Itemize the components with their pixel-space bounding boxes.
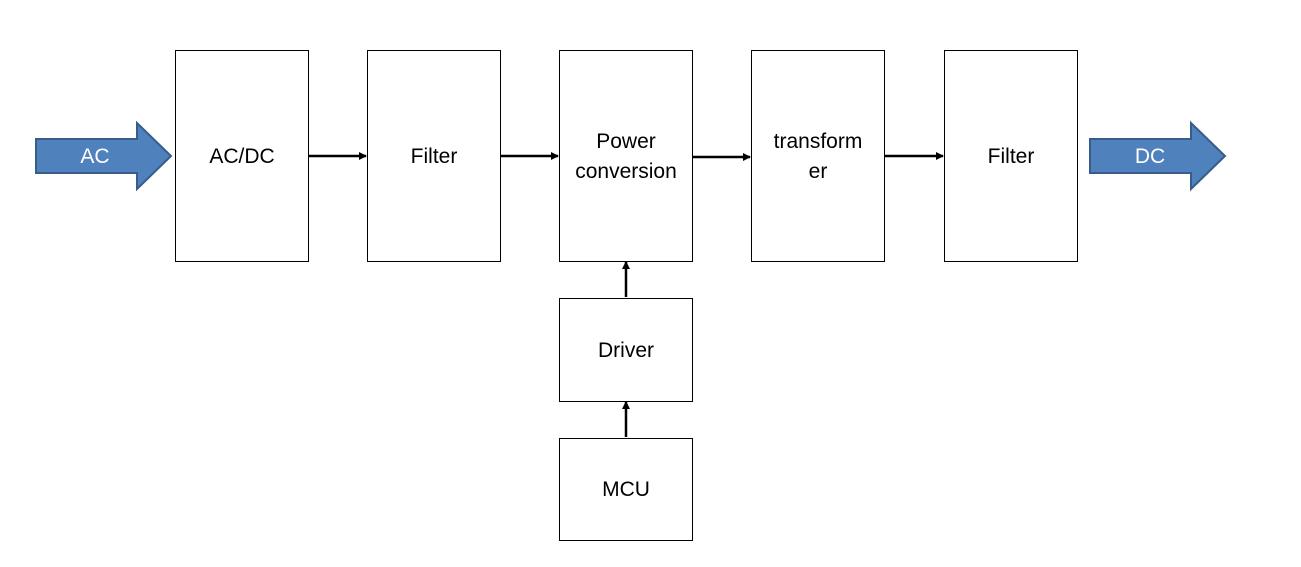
power-conversion-block-label-line-1: Power [596,130,656,153]
filter-block-1-box [367,50,501,262]
transformer-block: transform er [751,50,885,262]
power-conversion-block-label-line-2: conversion [575,160,677,183]
transformer-block-box [751,50,885,262]
ac-input-label: AC [80,145,109,168]
transformer-block-label-line-2: er [809,160,828,183]
mcu-block: MCU [559,438,693,541]
transformer-block-label-line-1: transform [774,130,863,153]
filter-block-2-box [944,50,1078,262]
driver-block-box [559,298,693,402]
power-conversion-block-box [559,50,693,262]
driver-block-label: Driver [598,339,654,362]
ac-input-arrow: AC [35,120,173,192]
acdc-block: AC/DC [175,50,309,262]
filter-block-1: Filter [367,50,501,262]
driver-block: Driver [559,298,693,402]
mcu-block-label: MCU [602,478,650,501]
filter-block-2: Filter [944,50,1078,262]
acdc-block-box [175,50,309,262]
dc-output-arrow: DC [1089,120,1227,192]
filter-block-1-label: Filter [411,145,458,168]
ac-input-arrow-shape [35,120,173,192]
mcu-block-box [559,438,693,541]
filter-block-2-label: Filter [988,145,1035,168]
acdc-block-label: AC/DC [209,145,274,168]
dc-output-label: DC [1135,145,1165,168]
power-conversion-block: Power conversion [559,50,693,262]
dc-output-arrow-shape [1089,120,1227,192]
